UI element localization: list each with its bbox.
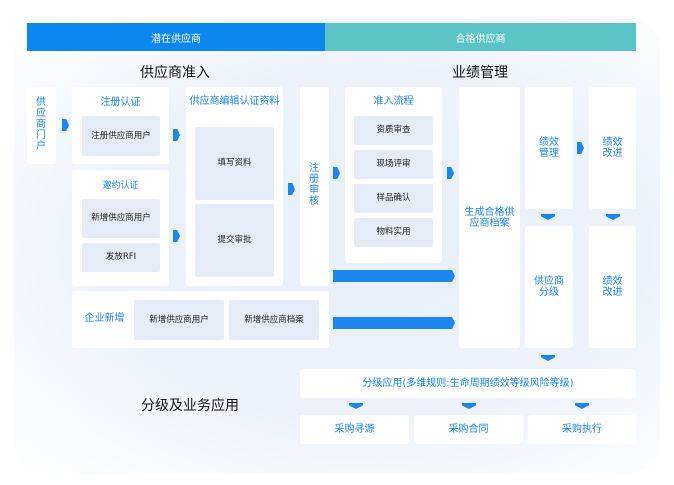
grading-application-card: 分级应用(多维规则:生命周期绩效等级风险等级) xyxy=(300,369,636,398)
register-auth-title: 注册认证 xyxy=(100,97,141,108)
procurement-contract-card: 采购合同 xyxy=(414,415,523,444)
arrow-right-icon xyxy=(173,230,180,242)
performance-improve-bottom-card: 绩效改进 xyxy=(589,226,636,348)
submit-approval-box: 提交审批 xyxy=(195,204,274,277)
arrow-down-icon xyxy=(462,403,476,409)
fill-info-box: 填写资料 xyxy=(195,127,274,200)
arrow-right-icon xyxy=(173,129,180,141)
material-trial-box: 物料实用 xyxy=(354,218,433,247)
section-title-grading: 分级及业务应用 xyxy=(141,398,239,414)
big-arrow-right-icon xyxy=(333,270,455,282)
generate-archive-label: 生成合格供应商档案 xyxy=(464,206,515,229)
arrow-down-icon xyxy=(349,403,363,409)
arrow-right-icon xyxy=(333,167,340,179)
generate-archive-card: 生成合格供应商档案 xyxy=(459,87,520,348)
enterprise-add-card: 企业新增 新增供应商用户 新增供应商档案 xyxy=(72,291,329,348)
procurement-contract-label: 采购合同 xyxy=(448,424,489,435)
supplier-portal-label: 供应商门户 xyxy=(36,97,46,152)
onsite-review-box: 现场评审 xyxy=(354,150,433,179)
qualified-supplier-band: 合格供应商 xyxy=(325,23,636,51)
arrow-down-icon xyxy=(541,214,555,220)
arrow-right-icon xyxy=(447,167,454,179)
arrow-down-icon xyxy=(606,214,620,220)
arrow-right-icon xyxy=(62,119,69,131)
enterprise-add-title: 企业新增 xyxy=(84,313,125,324)
issue-rfi-box: 发放RFI xyxy=(82,243,160,272)
supplier-grading-card: 供应商分级 xyxy=(525,226,573,348)
section-title-admission: 供应商准入 xyxy=(140,65,210,81)
section-title-performance: 业绩管理 xyxy=(452,65,508,81)
arrow-down-icon xyxy=(541,355,555,361)
invite-new-supplier-user-box: 新增供应商用户 xyxy=(82,199,160,238)
edit-auth-title: 供应商编辑认证资料 xyxy=(189,96,280,107)
sample-confirm-box: 样品确认 xyxy=(354,184,433,213)
register-review-card: 注册审核 xyxy=(300,87,329,286)
admission-flow-title: 准入流程 xyxy=(373,96,414,107)
invite-auth-card: 邀约认证 新增供应商用户 发放RFI xyxy=(72,170,169,286)
big-arrow-right-icon xyxy=(333,317,455,329)
qualified-supplier-label: 合格供应商 xyxy=(455,33,506,45)
register-auth-card: 注册认证 注册供应商用户 xyxy=(72,87,169,164)
arrow-down-icon xyxy=(575,403,589,409)
procurement-sourcing-card: 采购寻源 xyxy=(300,415,409,444)
grading-application-label: 分级应用(多维规则:生命周期绩效等级风险等级) xyxy=(362,378,574,389)
edit-auth-card: 供应商编辑认证资料 填写资料 提交审批 xyxy=(186,87,283,286)
performance-improve-top-card: 绩效改进 xyxy=(589,87,636,209)
potential-supplier-label: 潜在供应商 xyxy=(151,33,201,45)
performance-improve-top-label: 绩效改进 xyxy=(602,137,623,159)
potential-supplier-band: 潜在供应商 xyxy=(27,23,325,51)
procurement-execution-label: 采购执行 xyxy=(562,424,602,435)
invite-auth-title: 邀约认证 xyxy=(102,181,139,191)
arrow-right-icon xyxy=(577,142,584,154)
enterprise-new-supplier-archive-box: 新增供应商档案 xyxy=(229,300,319,340)
enterprise-new-supplier-user-box: 新增供应商用户 xyxy=(134,300,224,340)
supplier-portal-card: 供应商门户 xyxy=(27,87,56,164)
admission-flow-card: 准入流程 资质审查 现场评审 样品确认 物料实用 xyxy=(345,87,442,263)
register-supplier-user-box: 注册供应商用户 xyxy=(82,116,160,156)
register-review-label: 注册审核 xyxy=(309,163,319,207)
supplier-grading-label: 供应商分级 xyxy=(534,276,564,298)
arrow-right-icon xyxy=(288,183,295,195)
qualification-review-box: 资质审查 xyxy=(354,116,433,145)
performance-improve-bottom-label: 绩效改进 xyxy=(602,276,623,298)
performance-mgmt-label: 绩效管理 xyxy=(539,137,559,159)
procurement-sourcing-label: 采购寻源 xyxy=(334,424,375,435)
performance-mgmt-card: 绩效管理 xyxy=(525,87,573,209)
procurement-execution-card: 采购执行 xyxy=(528,415,636,444)
